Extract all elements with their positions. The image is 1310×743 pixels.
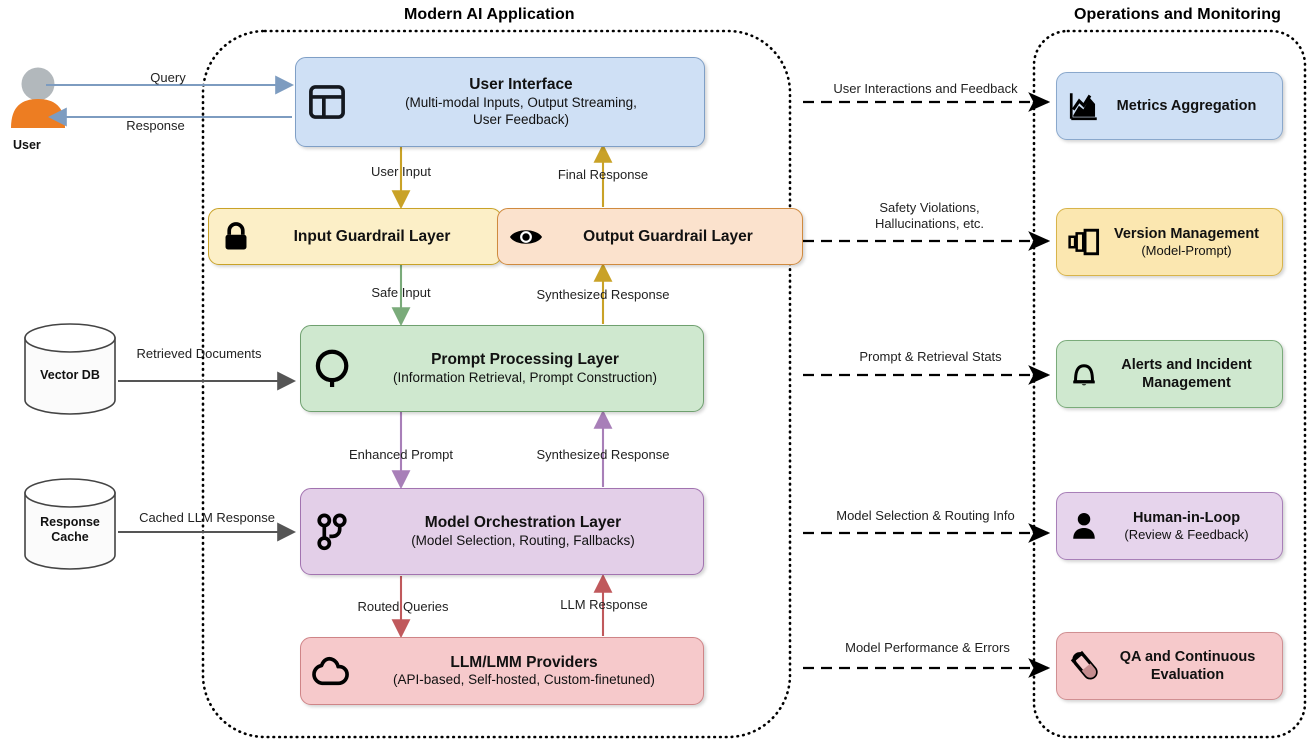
node-title: LLM/LMM Providers: [450, 653, 598, 671]
lock-icon: [219, 220, 253, 254]
vector-db-label: Vector DB: [40, 368, 100, 382]
edge-label-safety-violations: Safety Violations, Hallucinations, etc.: [842, 200, 1017, 231]
node-subtitle: (Review & Feedback): [1124, 526, 1249, 542]
edge-label-prompt-retrieval-stats: Prompt & Retrieval Stats: [859, 349, 1002, 364]
node-qa-text: QA and Continuous Evaluation: [1103, 648, 1272, 684]
node-subtitle-line1: (Multi-modal Inputs, Output Streaming,: [405, 94, 637, 110]
operations-monitoring-title: Operations and Monitoring: [1074, 6, 1281, 23]
response-cache-label-line1: Response: [40, 515, 100, 529]
person-icon: [1067, 509, 1101, 543]
node-prompt-processing-layer[interactable]: Prompt Processing Layer (Information Ret…: [300, 325, 704, 412]
edge-label-query: Query: [150, 70, 186, 85]
node-title-line2: Evaluation: [1150, 667, 1225, 683]
response-cache-label: Response Cache: [10, 515, 130, 545]
node-title-line1: Alerts and Incident: [1121, 356, 1252, 373]
response-cache-label-line2: Cache: [51, 530, 89, 544]
node-human-in-loop-text: Human-in-Loop (Review & Feedback): [1101, 509, 1272, 543]
edge-label-user-input: User Input: [371, 164, 431, 179]
edge-label-model-performance-errors: Model Performance & Errors: [845, 640, 1010, 655]
chart-area-icon: [1067, 89, 1101, 123]
node-title: User Interface: [469, 76, 573, 94]
node-metrics-aggregation-text: Metrics Aggregation: [1101, 97, 1272, 115]
node-output-guardrail-layer[interactable]: Output Guardrail Layer: [497, 208, 803, 265]
edge-label-response: Response: [126, 118, 185, 133]
node-input-guardrail-text: Input Guardrail Layer: [253, 227, 491, 246]
node-version-management[interactable]: Version Management (Model-Prompt): [1056, 208, 1283, 276]
node-title: Version Management: [1113, 225, 1260, 242]
edge-label-llm-response: LLM Response: [560, 597, 648, 612]
magnifier-icon: [311, 346, 357, 392]
node-metrics-aggregation[interactable]: Metrics Aggregation: [1056, 72, 1283, 140]
user-label: User: [13, 138, 41, 152]
node-title: Prompt Processing Layer: [431, 351, 619, 369]
edge-label-user-interactions-and-feedback: User Interactions and Feedback: [833, 81, 1018, 96]
edge-label-routed-queries: Routed Queries: [357, 599, 449, 614]
node-model-orchestration-layer[interactable]: Model Orchestration Layer (Model Selecti…: [300, 488, 704, 575]
edge-label-cached-llm-response: Cached LLM Response: [139, 510, 275, 525]
edge-label-line2: Hallucinations, etc.: [874, 215, 985, 231]
node-title-line1: QA and Continuous: [1119, 648, 1256, 665]
node-subtitle: (Model-Prompt): [1141, 242, 1232, 258]
edge-label-final-response: Final Response: [557, 167, 649, 182]
layout-dashboard-icon: [306, 81, 348, 123]
edge-label-synthesized-response-model: Synthesized Response: [536, 447, 670, 462]
node-title-line2: Management: [1142, 375, 1231, 391]
node-alerts-text: Alerts and Incident Management: [1101, 356, 1272, 392]
node-llm-providers-text: LLM/LMM Providers (API-based, Self-hoste…: [355, 653, 693, 689]
git-branch-icon: [311, 511, 353, 553]
edge-label-safe-input: Safe Input: [371, 285, 431, 300]
edge-label-retrieved-documents: Retrieved Documents: [136, 346, 262, 361]
node-output-guardrail-text: Output Guardrail Layer: [544, 227, 792, 246]
node-input-guardrail-layer[interactable]: Input Guardrail Layer: [208, 208, 502, 265]
node-prompt-processing-text: Prompt Processing Layer (Information Ret…: [357, 350, 693, 386]
node-alerts-and-incident-management[interactable]: Alerts and Incident Management: [1056, 340, 1283, 408]
edge-label-synthesized-response-out: Synthesized Response: [536, 287, 670, 302]
node-model-orchestration-text: Model Orchestration Layer (Model Selecti…: [353, 513, 693, 549]
bell-icon: [1067, 357, 1101, 391]
node-user-interface[interactable]: User Interface (Multi-modal Inputs, Outp…: [295, 57, 705, 147]
cloud-icon: [311, 654, 355, 688]
main-application-title: Modern AI Application: [404, 6, 575, 23]
node-qa-and-continuous-evaluation[interactable]: QA and Continuous Evaluation: [1056, 632, 1283, 700]
node-llm-lmm-providers[interactable]: LLM/LMM Providers (API-based, Self-hoste…: [300, 637, 704, 705]
node-subtitle-line1: (Model Selection, Routing, Fallbacks): [411, 532, 635, 548]
node-user-interface-text: User Interface (Multi-modal Inputs, Outp…: [348, 75, 694, 128]
node-title: Model Orchestration Layer: [424, 514, 622, 532]
node-title: Input Guardrail Layer: [293, 227, 451, 245]
versions-stack-icon: [1067, 227, 1101, 257]
node-title: Output Guardrail Layer: [583, 227, 753, 245]
node-subtitle-line1: (Information Retrieval, Prompt Construct…: [392, 369, 658, 385]
node-title: Metrics Aggregation: [1116, 97, 1257, 114]
edge-label-model-selection-routing-info: Model Selection & Routing Info: [836, 508, 1015, 523]
test-tube-icon: [1067, 648, 1103, 684]
node-title: Human-in-Loop: [1132, 509, 1241, 526]
node-version-management-text: Version Management (Model-Prompt): [1101, 225, 1272, 259]
node-subtitle-line1: (API-based, Self-hosted, Custom-finetune…: [393, 672, 655, 688]
node-human-in-loop[interactable]: Human-in-Loop (Review & Feedback): [1056, 492, 1283, 560]
node-subtitle-line2: User Feedback): [472, 111, 570, 127]
edge-label-enhanced-prompt: Enhanced Prompt: [348, 447, 454, 462]
eye-icon: [508, 222, 544, 252]
edge-label-line1: Safety Violations,: [879, 200, 980, 215]
